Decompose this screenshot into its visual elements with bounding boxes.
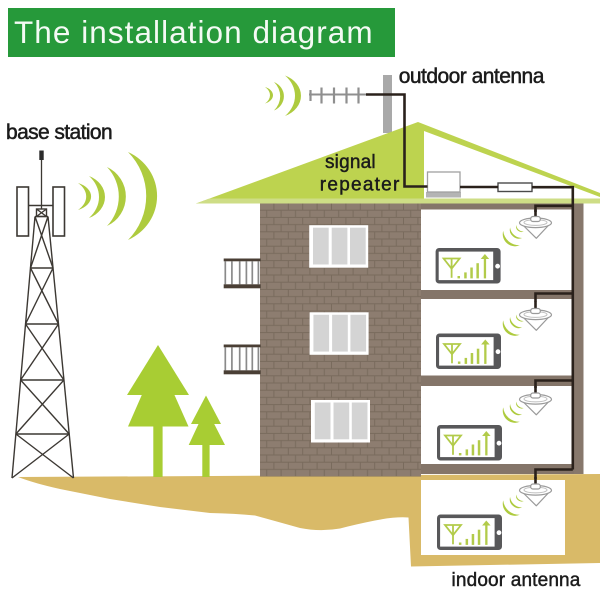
svg-text:The installation diagram: The installation diagram — [14, 14, 374, 50]
svg-text:base station: base station — [6, 121, 112, 144]
svg-text:indoor antenna: indoor antenna — [452, 570, 581, 591]
svg-text:outdoor antenna: outdoor antenna — [399, 65, 545, 88]
svg-text:signal: signal — [325, 152, 376, 173]
svg-text:repeater: repeater — [320, 175, 401, 196]
